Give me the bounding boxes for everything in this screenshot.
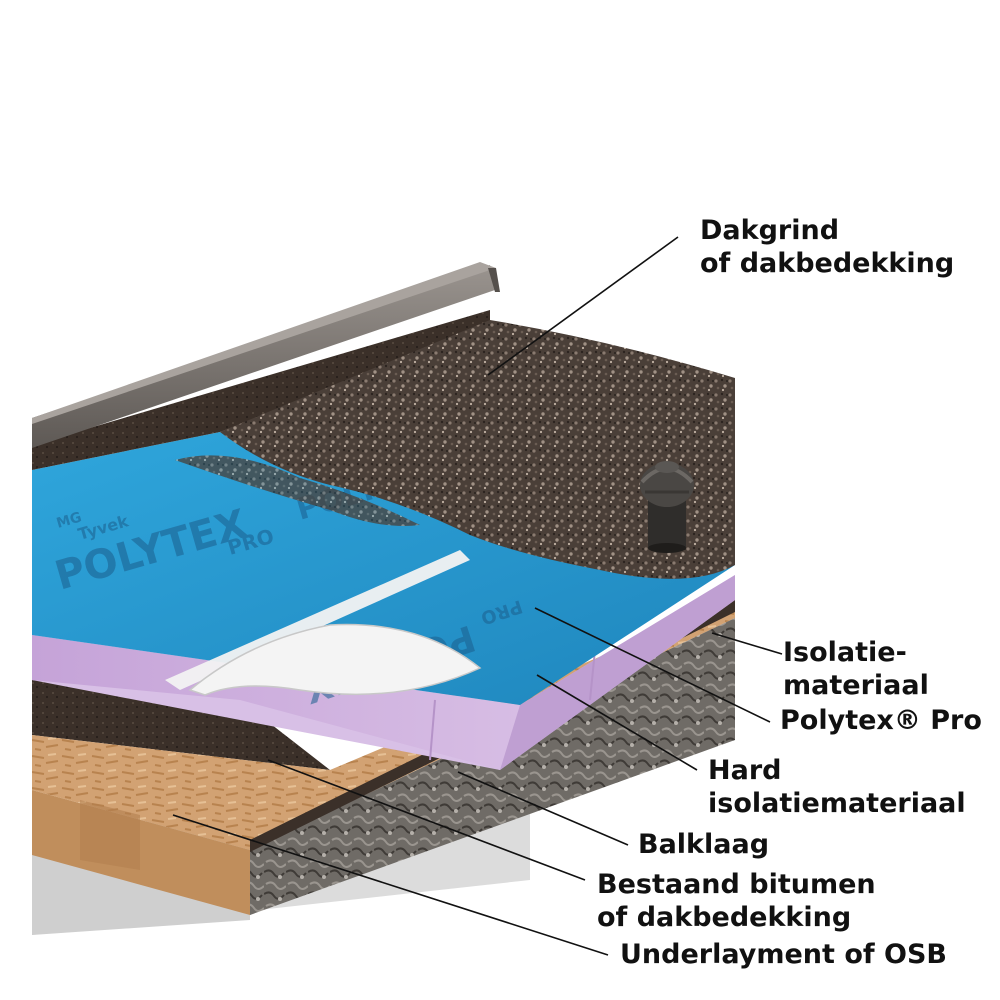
gravel-scatter xyxy=(175,455,420,526)
label-balklaag: Balklaag xyxy=(638,828,769,861)
svg-text:MG: MG xyxy=(55,509,84,531)
leader-hard xyxy=(536,674,698,771)
leader-bitumen xyxy=(267,759,586,881)
label-hard-line1: Hard xyxy=(708,755,782,786)
label-bestaand-bitumen: Bestaand bitumen of dakbedekking xyxy=(597,868,876,934)
roof-edge-trim-front xyxy=(32,265,495,448)
hard-insulation-front xyxy=(32,635,520,770)
leader-balklaag xyxy=(457,771,629,846)
label-balklaag-line1: Balklaag xyxy=(638,829,770,860)
label-hard-isolatiemateriaal: Hard isolatiemateriaal xyxy=(708,754,966,820)
roof-edge-trim-top xyxy=(32,262,496,424)
label-hard-line2: isolatiemateriaal xyxy=(708,788,966,819)
label-polytex-pro: Polytex® Pro xyxy=(780,704,982,737)
label-bitumen-line1: Bestaand bitumen xyxy=(597,869,876,900)
leader-polytex xyxy=(534,607,771,723)
label-underlayment: Underlayment of OSB xyxy=(620,938,947,971)
leader-isolatie xyxy=(711,632,783,655)
hard-insulation-side xyxy=(500,575,735,770)
label-dakgrind: Dakgrind of dakbedekking xyxy=(700,214,954,280)
roof-edge-trim-end xyxy=(488,268,500,292)
label-dakgrind-line1: Dakgrind xyxy=(700,215,840,246)
existing-bitumen-layer xyxy=(32,680,330,770)
gravel-layer xyxy=(220,320,735,579)
label-underlayment-line1: Underlayment of OSB xyxy=(620,939,947,970)
label-polytex-line1: Polytex® Pro xyxy=(780,705,982,736)
label-isolatie-line2: materiaal xyxy=(783,670,929,701)
osb-underlayment xyxy=(32,600,735,850)
leader-lines xyxy=(172,236,783,956)
roof-vent-icon xyxy=(640,461,694,553)
leader-underlayment xyxy=(172,814,609,956)
polytex-membrane xyxy=(32,432,735,705)
label-bitumen-line2: of dakbedekking xyxy=(597,902,852,933)
label-isolatie-line1: Isolatie- xyxy=(783,637,907,668)
label-dakgrind-line2: of dakbedekking xyxy=(700,248,955,279)
peeled-corner xyxy=(188,623,482,696)
back-bitumen-strip xyxy=(32,310,490,470)
leader-dakgrind xyxy=(487,236,679,376)
label-isolatiemateriaal: Isolatie- materiaal xyxy=(783,636,929,702)
beam-front-1 xyxy=(80,800,140,870)
